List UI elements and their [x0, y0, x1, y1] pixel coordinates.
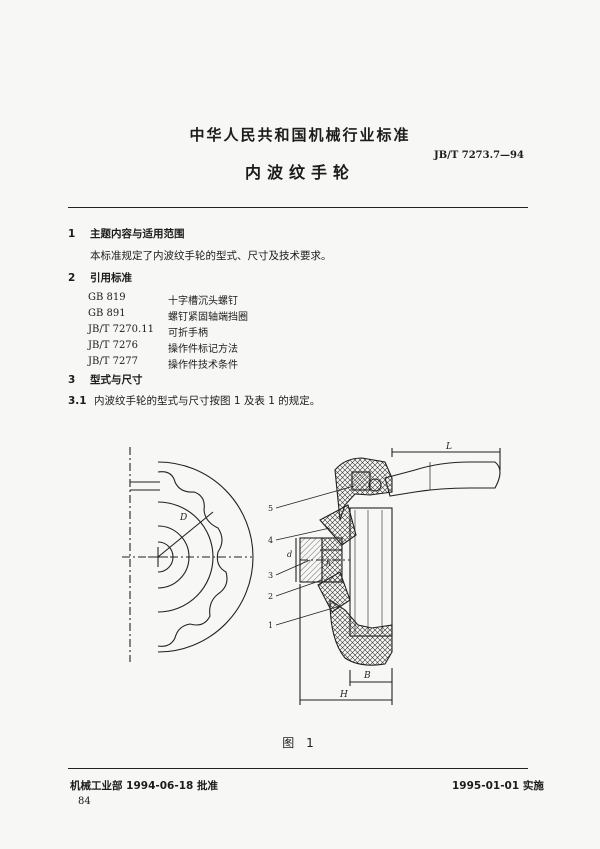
doc-title: 内波纹手轮	[244, 163, 355, 182]
section-2-number: 2	[68, 272, 76, 284]
callout-3: 3	[268, 571, 273, 580]
leader-3	[275, 559, 311, 576]
section-view: h d L B H 5 4 3 2 1	[268, 442, 501, 705]
page-number: 84	[78, 796, 91, 807]
wave-inner-contour	[157, 471, 228, 647]
handle-outline	[384, 461, 501, 497]
reference-item: JB/T 7270.11 可折手柄	[88, 324, 388, 339]
section-2-title: 引用标准	[90, 272, 132, 284]
section-3-number: 3	[68, 374, 76, 386]
reference-code: GB 819	[88, 292, 126, 303]
figure-caption: 图 1	[282, 736, 318, 750]
diameter-leader	[157, 511, 214, 558]
screw-head	[368, 478, 382, 492]
reference-code: GB 891	[88, 308, 126, 319]
reference-code: JB/T 7276	[88, 340, 139, 351]
leader-2	[275, 579, 323, 597]
callout-2: 2	[268, 592, 273, 601]
rim-lower-section	[329, 598, 393, 666]
section-3-1-body: 内波纹手轮的型式与尺寸按图 1 及表 1 的规定。	[94, 395, 321, 407]
standard-code: JB/T 7273.7—94	[434, 150, 524, 161]
effective-date: 1995-01-01 实施	[452, 780, 544, 792]
leader-1	[275, 605, 341, 626]
footer-rule	[68, 768, 528, 769]
reference-name: 操作件标记方法	[168, 344, 238, 355]
org-title: 中华人民共和国机械行业标准	[189, 126, 411, 144]
reference-code: JB/T 7270.11	[88, 324, 154, 335]
reference-name: 操作件技术条件	[168, 360, 238, 371]
section-1-title: 主题内容与适用范围	[90, 228, 185, 240]
reference-item: JB/T 7277 操作件技术条件	[88, 356, 388, 371]
web-upper-section	[319, 504, 357, 546]
header-rule	[68, 207, 528, 208]
callout-4: 4	[268, 536, 273, 545]
reference-name: 螺钉紧固轴端挡圈	[168, 312, 248, 323]
dim-D-label: D	[179, 513, 187, 523]
section-3-1: 3.1 内波纹手轮的型式与尺寸按图 1 及表 1 的规定。	[68, 393, 320, 408]
dim-d-label: d	[287, 550, 292, 559]
reference-name: 可折手柄	[168, 328, 208, 339]
leader-4	[275, 527, 331, 541]
leader-5	[275, 485, 355, 509]
screw-section	[351, 471, 371, 491]
wheel-body-outline	[349, 507, 393, 637]
section-1-heading: 1 主题内容与适用范围	[68, 226, 185, 241]
approval-note: 机械工业部 1994-06-18 批准	[70, 780, 218, 792]
dim-H-label: H	[339, 690, 348, 700]
dim-B-label: B	[363, 671, 371, 681]
reference-item: JB/T 7276 操作件标记方法	[88, 340, 388, 355]
outer-rim-outline	[157, 461, 254, 653]
callout-5: 5	[268, 504, 273, 513]
reference-item: GB 891 螺钉紧固轴端挡圈	[88, 308, 388, 323]
reference-item: GB 819 十字槽沉头螺钉	[88, 292, 388, 307]
callout-1: 1	[268, 621, 273, 630]
section-1-body: 本标准规定了内波纹手轮的型式、尺寸及技术要求。	[90, 250, 332, 262]
wheel-body-texture	[354, 510, 383, 634]
section-3-1-number: 3.1	[68, 395, 87, 407]
reference-code: JB/T 7277	[88, 356, 139, 367]
reference-name: 十字槽沉头螺钉	[168, 296, 238, 307]
section-2-heading: 2 引用标准	[68, 270, 132, 285]
section-3-heading: 3 型式与尺寸	[68, 372, 143, 387]
front-view: D	[122, 447, 254, 662]
section-1-number: 1	[68, 228, 76, 240]
reference-list: GB 819 十字槽沉头螺钉 GB 891 螺钉紧固轴端挡圈 JB/T 7270…	[88, 292, 388, 371]
dim-h-label: h	[326, 559, 331, 568]
dim-L-label: L	[445, 442, 452, 452]
section-3-title: 型式与尺寸	[90, 374, 143, 386]
